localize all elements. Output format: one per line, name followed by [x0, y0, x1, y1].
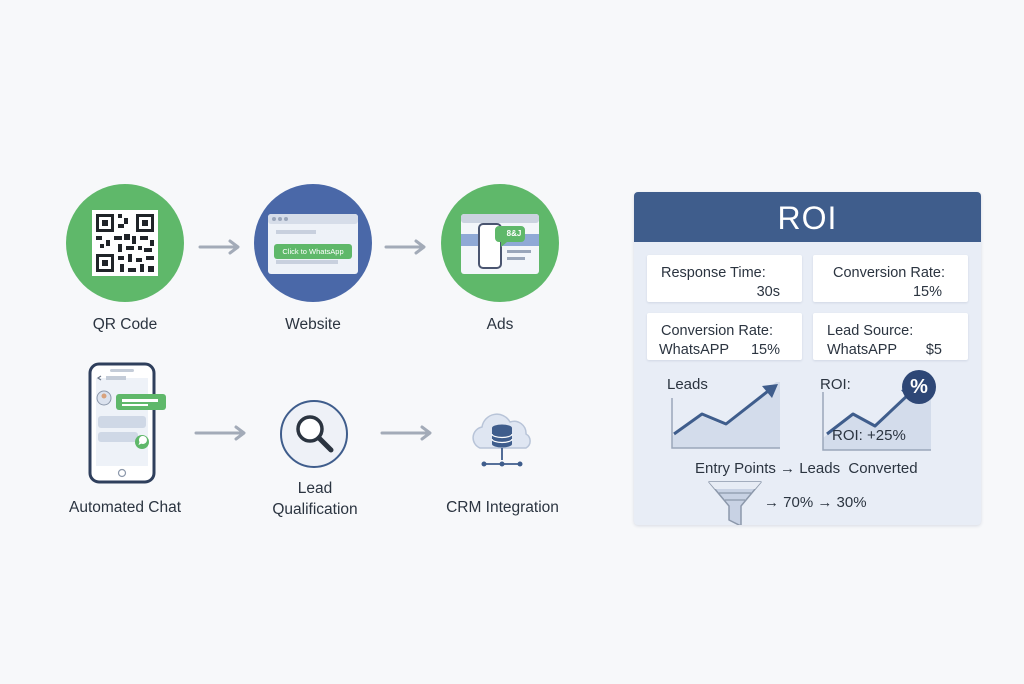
website-circle: Click to WhatsApp — [254, 184, 372, 302]
chat-bubble-badge: 8&J — [506, 229, 522, 238]
lead-source-card: Lead Source: WhatsAPP $5 — [813, 313, 968, 360]
ads-circle: 8&J — [441, 184, 559, 302]
response-time-card: Response Time: 30s — [647, 255, 802, 302]
qr-code-label: QR Code — [92, 316, 158, 333]
conversion-rate-card: Conversion Rate: 15% — [813, 255, 968, 302]
percent-badge-icon: % — [902, 370, 936, 404]
funnel-stats: → 70% → 30% — [764, 494, 867, 511]
crm-integration-label: CRM Integration — [446, 499, 559, 516]
card-title: Conversion Rate: — [661, 323, 774, 339]
card-value: 30s — [756, 284, 780, 300]
click-to-whatsapp-label: Click to WhatsApp — [282, 247, 344, 256]
lead-qualification-line2: Qualification — [272, 501, 358, 518]
website-label: Website — [285, 316, 341, 333]
leads-trend-chart — [671, 382, 780, 449]
lead-qualification-line1: Lead — [297, 480, 333, 497]
funnel-icon — [708, 481, 762, 525]
funnel-caption: Entry Points → Leads Converted — [695, 460, 918, 477]
roi-title: ROI — [634, 192, 981, 242]
card-value: 15% — [912, 284, 942, 300]
qr-code-icon — [92, 210, 158, 276]
flow-arrow-icon — [380, 425, 432, 441]
card-value: 15% — [750, 342, 780, 358]
cloud-database-icon — [472, 413, 531, 467]
browser-window-icon — [268, 214, 358, 274]
flow-arrow-icon — [194, 425, 246, 441]
flow-arrow-icon — [198, 239, 240, 255]
card-title: Lead Source: — [827, 323, 914, 339]
roi-panel: ROI Response Time: 30s Conversion Rate: … — [634, 192, 981, 525]
search-icon — [280, 400, 348, 468]
leads-chart-label: Leads — [667, 376, 708, 393]
conversion-rate-whatsapp-card: Conversion Rate: WhatsAPP 15% — [647, 313, 802, 360]
flow-arrow-icon — [384, 239, 426, 255]
card-value: $5 — [925, 342, 942, 358]
qr-code-circle — [66, 184, 184, 302]
roi-value: ROI: +25% — [832, 427, 906, 444]
card-title: Conversion Rate: — [833, 265, 946, 281]
card-sub: WhatsAPP — [827, 342, 898, 358]
roi-chart-label: ROI: — [820, 376, 851, 393]
automated-chat-label: Automated Chat — [68, 499, 181, 516]
card-title: Response Time: — [661, 265, 766, 281]
card-sub: WhatsAPP — [659, 342, 730, 358]
percent-badge-text: % — [910, 376, 928, 398]
phone-chat-icon — [88, 362, 166, 484]
lead-qualification-label: Lead Qualification — [245, 478, 385, 520]
click-to-whatsapp-button[interactable]: Click to WhatsApp — [274, 244, 352, 259]
ads-label: Ads — [486, 316, 514, 333]
ad-banner-icon — [461, 214, 539, 274]
